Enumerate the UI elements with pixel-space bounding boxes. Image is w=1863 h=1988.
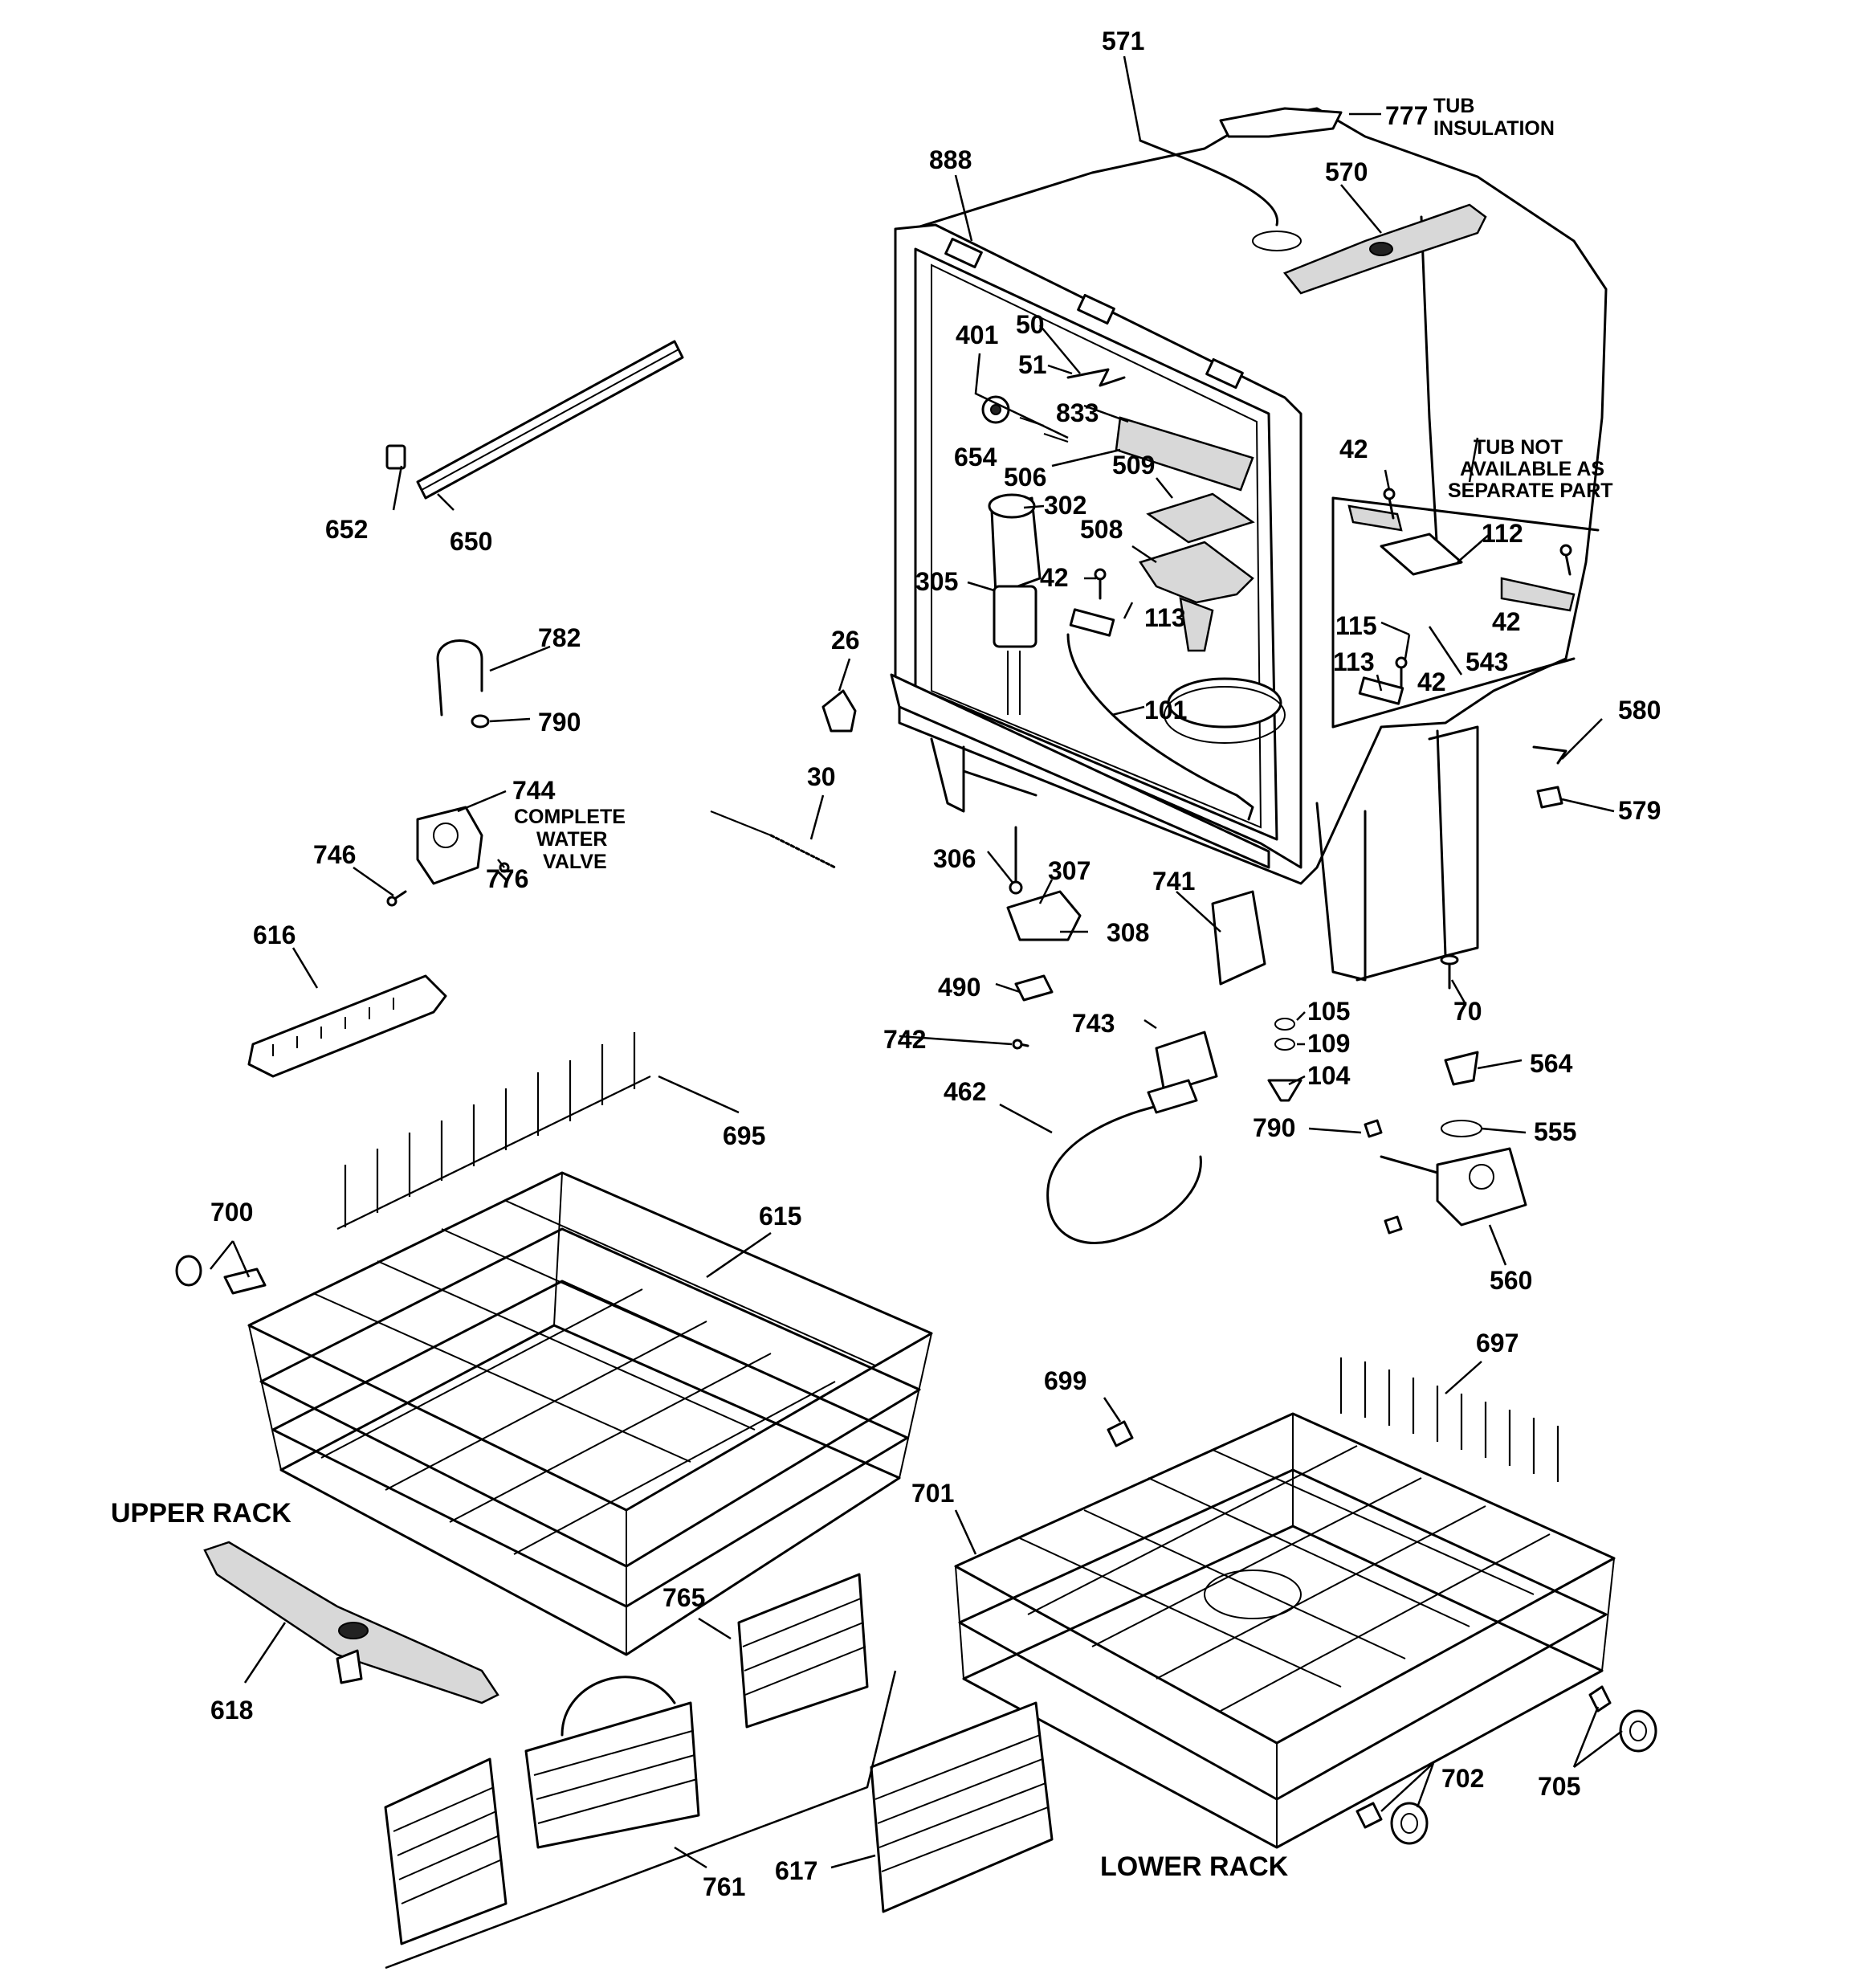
tub-insulation-note-line2: INSULATION (1433, 117, 1555, 140)
part-label-790-left: 790 (538, 708, 581, 737)
part-label-104: 104 (1307, 1061, 1351, 1090)
part-label-50: 50 (1016, 310, 1045, 339)
part-label-702: 702 (1441, 1764, 1484, 1793)
part-label-112: 112 (1482, 519, 1523, 548)
rack-slide-part (247, 974, 447, 1078)
complete-water-valve-note-line3: VALVE (543, 851, 607, 873)
part-label-42-left: 42 (1040, 563, 1069, 592)
part-label-42-right: 42 (1492, 607, 1521, 636)
part-label-701: 701 (911, 1479, 954, 1508)
part-label-705: 705 (1538, 1772, 1580, 1801)
part-label-305: 305 (915, 567, 958, 596)
rack-wheels (1355, 1685, 1657, 1845)
tub-insulation-note-line1: TUB (1433, 95, 1474, 117)
part-label-101: 101 (1144, 696, 1187, 725)
door-switch-parts (1006, 826, 1266, 1094)
part-label-618: 618 (210, 1696, 253, 1725)
part-label-743: 743 (1072, 1009, 1115, 1038)
part-label-888: 888 (929, 145, 972, 174)
part-label-462: 462 (944, 1077, 986, 1106)
part-label-699: 699 (1044, 1366, 1086, 1395)
part-label-302: 302 (1044, 491, 1086, 520)
upper-rack (175, 1032, 933, 1656)
part-label-509: 509 (1112, 451, 1155, 480)
part-label-782: 782 (538, 623, 581, 652)
part-label-570: 570 (1325, 157, 1368, 186)
door-spring-parts (710, 689, 857, 869)
part-label-615: 615 (759, 1202, 801, 1231)
tub-not-available-note-line2: AVAILABLE AS (1460, 458, 1604, 480)
washers-and-pump-parts (1267, 745, 1567, 1235)
part-label-790-right: 790 (1253, 1113, 1295, 1142)
part-label-306: 306 (933, 844, 976, 873)
part-label-555: 555 (1534, 1117, 1576, 1146)
part-label-777: 777 (1385, 101, 1428, 130)
silverware-baskets (384, 1573, 1054, 1970)
part-label-70: 70 (1453, 997, 1482, 1026)
tub-not-available-note-line1: TUB NOT (1474, 436, 1563, 459)
part-label-652: 652 (325, 515, 368, 544)
part-label-579: 579 (1618, 796, 1661, 825)
part-label-307: 307 (1048, 856, 1090, 885)
part-label-105: 105 (1307, 997, 1350, 1026)
part-label-113-lower: 113 (1333, 647, 1375, 676)
part-label-51: 51 (1018, 350, 1047, 379)
part-label-741: 741 (1152, 867, 1195, 896)
lower-spray-arm (203, 1541, 499, 1704)
part-label-697: 697 (1476, 1329, 1519, 1357)
notes: TUB INSULATION TUB NOT AVAILABLE AS SEPA… (111, 95, 1613, 1882)
part-label-401: 401 (956, 320, 998, 349)
part-label-560: 560 (1490, 1266, 1532, 1295)
drain-hose (1046, 1079, 1202, 1244)
part-label-42-lower: 42 (1417, 667, 1446, 696)
tub-assembly (890, 107, 1608, 982)
tub-not-available-note-line3: SEPARATE PART (1448, 480, 1613, 502)
part-label-650: 650 (450, 527, 492, 556)
part-label-115: 115 (1335, 611, 1377, 640)
part-label-700: 700 (210, 1198, 253, 1227)
upper-rack-label: UPPER RACK (111, 1498, 291, 1529)
part-label-580: 580 (1618, 696, 1661, 725)
part-label-30: 30 (807, 762, 836, 791)
part-label-26: 26 (831, 626, 860, 655)
part-label-695: 695 (723, 1121, 765, 1150)
part-label-508: 508 (1080, 515, 1123, 544)
part-label-654: 654 (954, 443, 997, 471)
part-label-506: 506 (1004, 463, 1046, 492)
part-label-744: 744 (512, 776, 556, 805)
lower-rack-label: LOWER RACK (1100, 1851, 1289, 1882)
part-label-109: 109 (1307, 1029, 1350, 1058)
part-label-308: 308 (1107, 918, 1149, 947)
part-label-42-top-right: 42 (1339, 435, 1368, 463)
part-label-571: 571 (1102, 27, 1144, 55)
part-label-746: 746 (313, 840, 356, 869)
part-label-765: 765 (662, 1583, 705, 1612)
leader-lines (210, 55, 1623, 1869)
complete-water-valve-note-line1: COMPLETE (514, 806, 626, 828)
part-number-labels: 571 777 888 570 50 401 51 833 654 506 50… (210, 27, 1661, 1901)
part-label-113-upper: 113 (1144, 603, 1186, 632)
part-label-761: 761 (703, 1872, 745, 1901)
door-gasket-parts (385, 340, 684, 500)
complete-water-valve-note-line2: WATER (536, 828, 607, 851)
part-label-616: 616 (253, 921, 296, 949)
part-label-543: 543 (1466, 647, 1508, 676)
part-label-742: 742 (883, 1025, 926, 1054)
lower-rack (954, 1357, 1616, 1849)
part-label-776: 776 (486, 864, 528, 893)
part-label-490: 490 (938, 973, 980, 1002)
part-label-617: 617 (775, 1856, 817, 1885)
part-label-564: 564 (1530, 1049, 1573, 1078)
part-label-833: 833 (1056, 398, 1099, 427)
